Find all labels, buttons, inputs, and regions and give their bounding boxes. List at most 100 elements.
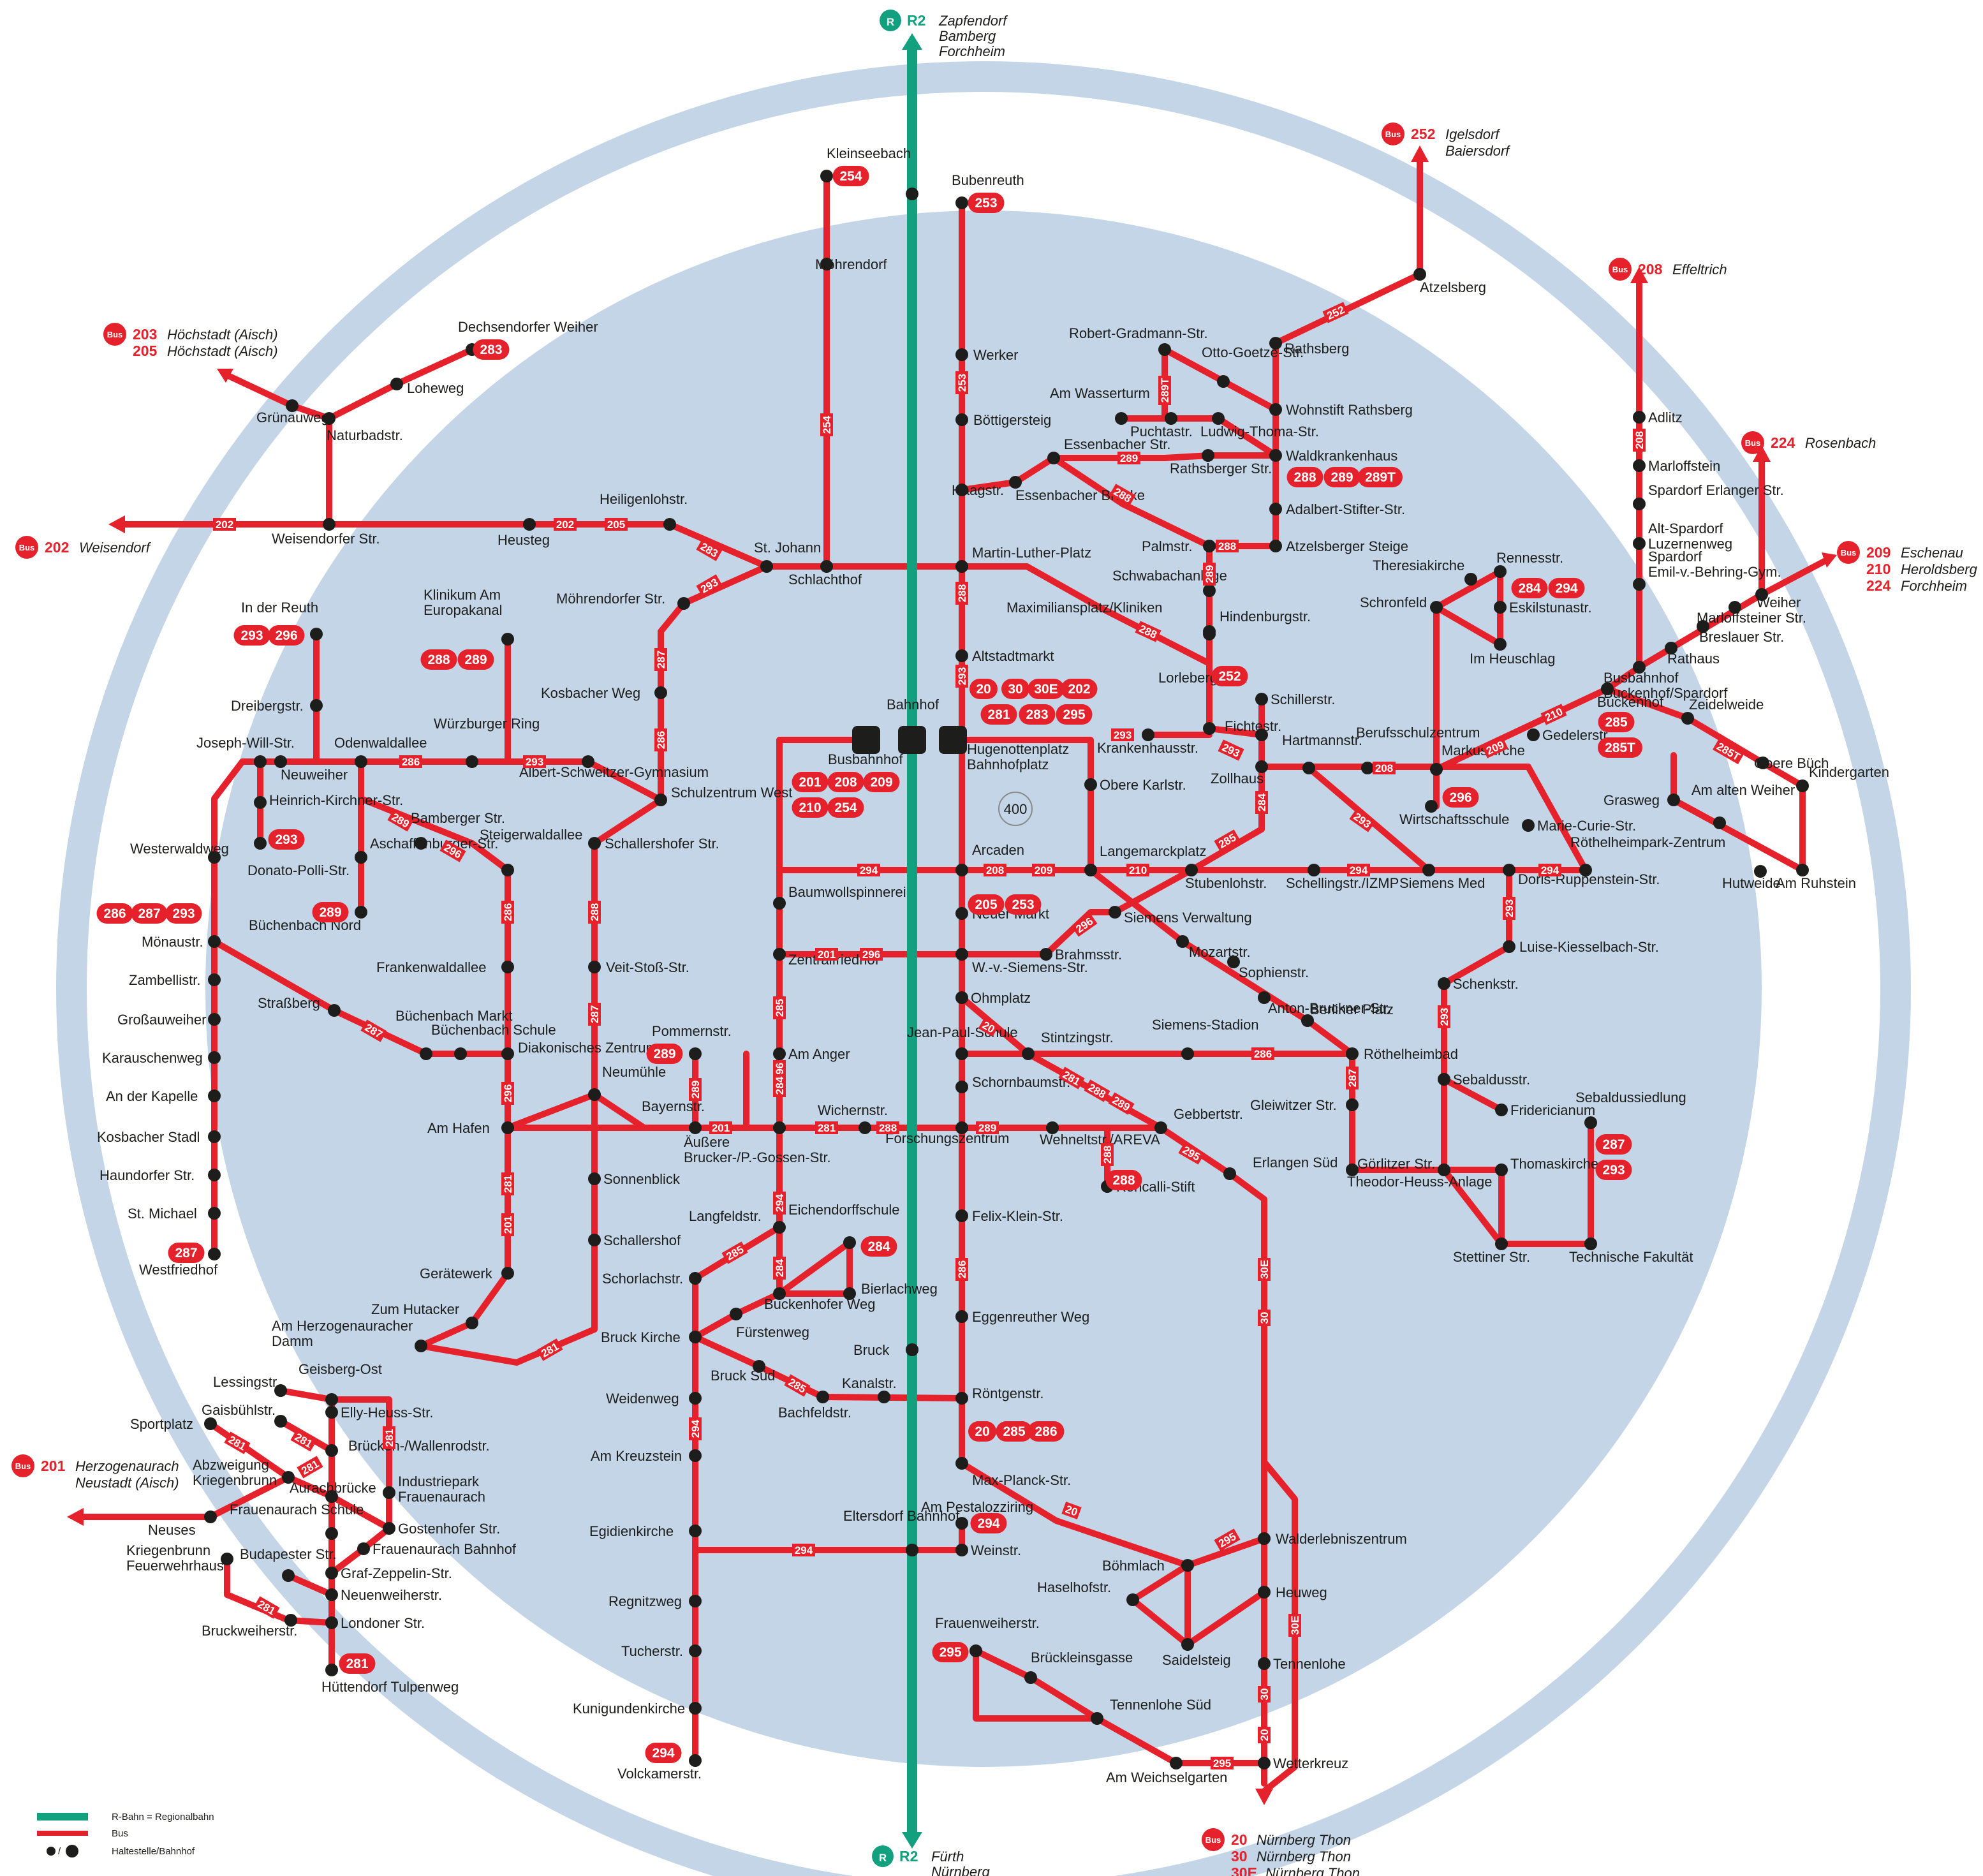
stop-im-heuschlag[interactable] (1494, 638, 1507, 651)
stop-eichendorffschule[interactable] (843, 1236, 856, 1249)
stop-westfriedhof[interactable] (208, 1248, 221, 1260)
stop-atzelsberger-steige[interactable] (1269, 540, 1282, 552)
stop-fridericianum[interactable] (1495, 1104, 1508, 1116)
stop-doris-ruppenstein-str[interactable] (1503, 864, 1515, 876)
stop-markuskirche[interactable] (1430, 763, 1443, 776)
stop-elly-heuss-str[interactable] (325, 1406, 338, 1419)
stop-ludwig-thoma-str[interactable] (1212, 412, 1225, 425)
stop-bruckweiherstr[interactable] (284, 1614, 297, 1627)
stop-neuweiher[interactable] (274, 755, 287, 768)
stop-abzweigung-kriegenbrunn[interactable] (282, 1471, 295, 1484)
stop-schulzentrum-west[interactable] (654, 794, 667, 806)
stop-am-pestalozziring[interactable] (955, 1517, 968, 1530)
stop-grasweg[interactable] (1667, 794, 1680, 806)
stop-robert-gradmann-str[interactable] (1158, 343, 1171, 356)
stop-neumuehle[interactable] (588, 1088, 601, 1101)
stop-felix-klein-str[interactable] (955, 1209, 968, 1222)
stop-aeussere-brucker-p-gossen-str[interactable] (773, 1121, 786, 1134)
stop-sportplatz[interactable] (204, 1417, 217, 1430)
stop-westerwaldweg[interactable] (208, 851, 221, 864)
stop-max-planck-str[interactable] (955, 1457, 968, 1470)
stop-donato-polli-str[interactable] (254, 837, 267, 850)
stop-bahnhof[interactable] (898, 726, 926, 754)
stop-martin-luther-platz[interactable] (955, 560, 968, 573)
stop-bierlachweg[interactable] (843, 1287, 856, 1300)
stop-am-ruhstein[interactable] (1796, 864, 1809, 876)
stop-goerlitzer-str[interactable] (1346, 1163, 1359, 1176)
stop-rathsberg[interactable] (1269, 337, 1282, 350)
stop-essenbacher-str[interactable] (1047, 452, 1060, 464)
stop-loheweg[interactable] (390, 378, 403, 390)
stop-saidelsteig[interactable] (1181, 1638, 1194, 1651)
stop-volckamerstr[interactable] (689, 1754, 702, 1767)
stop-weidenweg[interactable] (689, 1392, 702, 1405)
stop-buechenbach-markt[interactable] (420, 1047, 432, 1060)
stop-bruck-sued[interactable] (753, 1360, 765, 1373)
stop-sophienstr[interactable] (1227, 956, 1240, 968)
stop-stubenlohstr[interactable] (1185, 864, 1198, 876)
stop-buckenhofer-weg[interactable] (773, 1287, 786, 1300)
stop-schellingstr-izmp[interactable] (1308, 864, 1320, 876)
stop-neuenweiherstr[interactable] (325, 1588, 338, 1601)
stop-buechenbach-schule[interactable] (454, 1047, 467, 1060)
stop-hindenburgstr[interactable] (1203, 628, 1216, 640)
stop-bubenreuth[interactable] (955, 196, 968, 209)
stop-am-anger[interactable] (773, 1047, 786, 1060)
stop-wohnstift-rathsberg[interactable] (1269, 403, 1282, 416)
stop-aschaffenburger-str[interactable] (355, 851, 367, 864)
stop-eskilstunastr[interactable] (1494, 601, 1507, 614)
stop-sebaldusstr[interactable] (1438, 1073, 1450, 1086)
stop-steigerwaldallee[interactable] (501, 864, 514, 876)
stop-langemarckplatz[interactable] (1084, 864, 1097, 876)
stop-puchtastr[interactable] (1165, 412, 1177, 425)
stop-gaisbuehlstr[interactable] (274, 1415, 287, 1428)
stop-karauschenweg[interactable] (208, 1051, 221, 1064)
stop-heinrich-kirchner-str[interactable] (254, 796, 267, 809)
stop-siemens-verwaltung[interactable] (1109, 906, 1121, 919)
stop-haagstr[interactable] (955, 484, 968, 496)
stop-stettiner-str[interactable] (1495, 1237, 1508, 1250)
stop-otto-goetze-str[interactable] (1217, 375, 1230, 388)
stop-heuweg[interactable] (1258, 1586, 1271, 1599)
stop-busbahnhof-buckenhof-spardorf[interactable] (1633, 661, 1646, 674)
stop-naturbadstr[interactable] (323, 412, 335, 425)
stop-eltersdorf-bahnhof[interactable] (906, 1544, 918, 1556)
stop-diakonisches-zentrum[interactable] (501, 1047, 514, 1060)
stop-rathaus[interactable] (1665, 642, 1677, 654)
stop-fichtestr[interactable] (1255, 728, 1268, 741)
stop-boehmlach[interactable] (1181, 1559, 1194, 1572)
stop-schorlachstr[interactable] (689, 1272, 702, 1285)
stop-schlachthof[interactable] (820, 560, 833, 573)
stop-altstadtmarkt[interactable] (955, 649, 968, 662)
stop-tennenlohe[interactable] (1258, 1657, 1271, 1670)
stop-adalbert-stifter-str[interactable] (1269, 503, 1282, 515)
stop-grossauweiher[interactable] (208, 1013, 221, 1026)
stop-wichernstr[interactable] (859, 1121, 871, 1134)
stop-bruck-kirche[interactable] (689, 1331, 702, 1343)
stop-frauenweiherstr[interactable] (969, 1644, 982, 1657)
stop-frauenaurach-schule[interactable] (325, 1527, 338, 1540)
stop-neuses[interactable] (204, 1510, 217, 1523)
stop-weinstr[interactable] (955, 1544, 968, 1556)
stop-fuerstenweg[interactable] (730, 1308, 742, 1320)
stop-brueckleinsgasse[interactable] (1024, 1671, 1037, 1684)
stop-jean-paul-schule[interactable] (955, 1047, 968, 1060)
stop-eggenreuther-weg[interactable] (955, 1310, 968, 1323)
stop-graf-zeppelin-str[interactable] (325, 1567, 338, 1579)
stop-waldkrankenhaus[interactable] (1269, 449, 1282, 462)
stop-bruecken-wallenrodstr[interactable] (325, 1444, 338, 1457)
stop-zeidelweide[interactable] (1681, 712, 1694, 725)
stop-st-michael[interactable] (208, 1207, 221, 1220)
stop-haundorfer-str[interactable] (208, 1169, 221, 1181)
stop-forschungszentrum[interactable] (955, 1121, 968, 1134)
stop-kosbacher-stadl[interactable] (208, 1130, 221, 1143)
stop-frankenwaldallee[interactable] (501, 961, 514, 973)
stop-walderlebniszentrum[interactable] (1258, 1532, 1271, 1545)
stop-thomaskirche[interactable] (1495, 1163, 1508, 1176)
stop-anton-bruckner-str[interactable] (1258, 991, 1271, 1004)
stop-in-der-reuth[interactable] (310, 628, 323, 640)
stop-tennenlohe-sued[interactable] (1091, 1712, 1103, 1725)
stop-langfeldstr[interactable] (773, 1221, 786, 1234)
stop-obere-buech[interactable] (1757, 757, 1769, 769)
stop-marie-curie-str[interactable] (1522, 819, 1535, 832)
